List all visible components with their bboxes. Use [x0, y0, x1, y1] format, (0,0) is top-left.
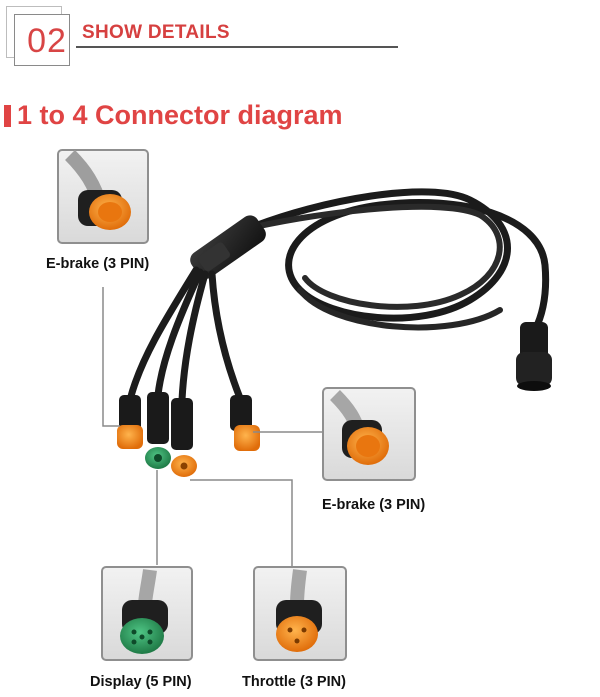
section-header: 02 SHOW DETAILS: [0, 0, 600, 80]
diagram-title: 1 to 4 Connector diagram: [4, 100, 343, 131]
branch-connector-2: [145, 392, 171, 469]
branch-connector-3: [171, 398, 197, 477]
section-number: 02: [27, 22, 67, 60]
main-cable: [246, 188, 550, 334]
branch-connector-1: [117, 395, 143, 449]
display-label: Display (5 PIN): [90, 674, 192, 690]
display-photo: [101, 566, 193, 661]
title-bar-icon: [4, 104, 11, 127]
number-box: [14, 14, 70, 66]
header-title: SHOW DETAILS: [82, 22, 230, 43]
diagram-title-text: 1 to 4 Connector diagram: [17, 100, 343, 130]
ebrake-right-label: E-brake (3 PIN): [322, 497, 426, 513]
throttle-label: Throttle (3 PIN): [242, 674, 346, 690]
leader-lines: [102, 287, 325, 566]
main-cable-connector: [516, 322, 552, 391]
ebrake-top-photo: [57, 149, 149, 244]
splitter-body: [190, 215, 266, 279]
header-underline: [76, 46, 398, 48]
branch-connector-4: [230, 395, 260, 451]
throttle-photo: [253, 566, 347, 661]
ebrake-top-label: E-brake (3 PIN): [46, 256, 150, 272]
ebrake-right-photo: [322, 387, 416, 481]
branch-cables: [126, 266, 244, 404]
